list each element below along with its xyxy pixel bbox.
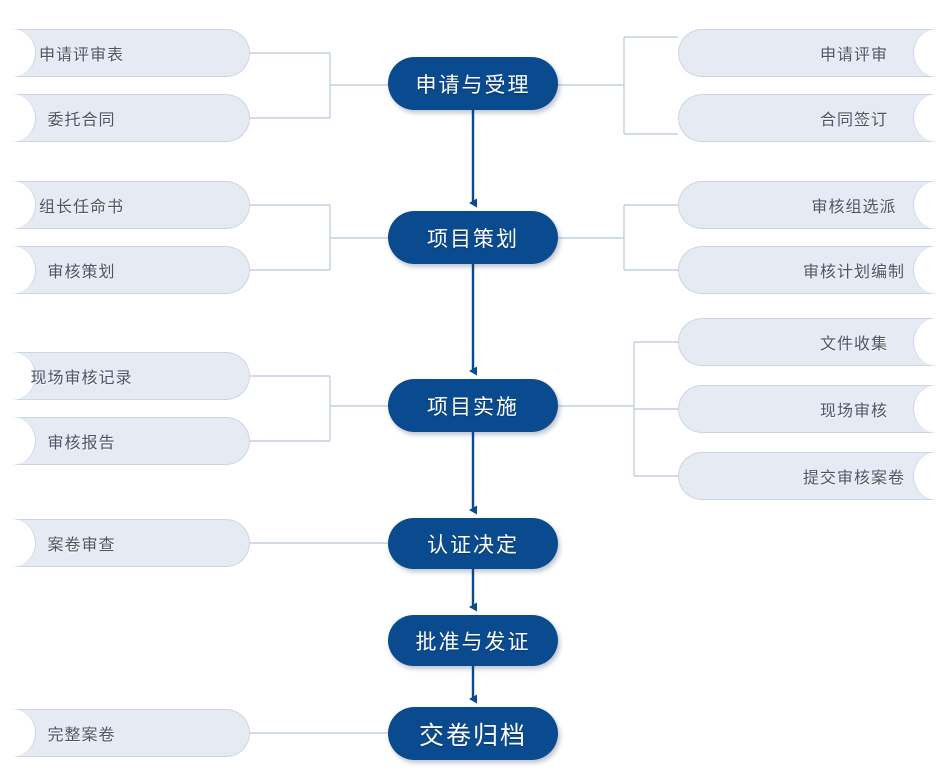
stage-node-label: 交卷归档 <box>418 722 527 750</box>
connector-left-row2 <box>250 204 388 271</box>
output-pill-onsiteaudit[interactable]: 现场审核 <box>678 385 949 433</box>
output-pill-auditplanpreparation[interactable]: 审核计划编制 <box>678 246 949 294</box>
stage-node-approval-issuance[interactable]: 批准与发证 <box>388 615 558 666</box>
input-pill-label: 审核报告 <box>47 435 116 452</box>
output-pill-label: 现场审核 <box>819 403 888 420</box>
input-pill-entrustmentcontract[interactable]: 委托合同 <box>0 94 250 142</box>
output-pill-label: 审核组选派 <box>811 199 897 216</box>
input-pill-label: 案卷审查 <box>47 537 116 554</box>
stage-node-project-implementation[interactable]: 项目实施 <box>388 379 558 432</box>
connector-left-row3 <box>250 375 388 442</box>
input-pill-leaderappointment[interactable]: 组长任命书 <box>0 181 250 229</box>
input-pill-onsiteauditrecord[interactable]: 现场审核记录 <box>0 352 250 400</box>
output-pill-documentcollection[interactable]: 文件收集 <box>678 318 949 366</box>
output-pill-auditteamassignment[interactable]: 审核组选派 <box>678 181 949 229</box>
input-pill-auditplanning[interactable]: 审核策划 <box>0 246 250 294</box>
connector-right-row1 <box>558 36 678 135</box>
stage-node-file-archiving[interactable]: 交卷归档 <box>388 707 558 760</box>
output-pill-label: 申请评审 <box>819 47 888 64</box>
connector-right-row3 <box>558 341 678 477</box>
stage-node-application-acceptance[interactable]: 申请与受理 <box>388 57 558 110</box>
input-pill-label: 完整案卷 <box>47 727 116 744</box>
output-pill-label: 合同签订 <box>819 112 888 129</box>
input-pill-label: 委托合同 <box>47 112 116 129</box>
stage-node-label: 项目实施 <box>427 394 519 419</box>
output-pill-submitauditfile[interactable]: 提交审核案卷 <box>678 452 949 500</box>
stage-node-label: 认证决定 <box>427 532 519 557</box>
stage-node-project-planning[interactable]: 项目策划 <box>388 211 558 264</box>
stage-node-label: 项目策划 <box>427 226 519 251</box>
input-pill-auditreport[interactable]: 审核报告 <box>0 417 250 465</box>
output-pill-contractsigning[interactable]: 合同签订 <box>678 94 949 142</box>
stage-node-label: 批准与发证 <box>415 629 531 654</box>
stage-node-label: 申请与受理 <box>415 72 531 97</box>
input-pill-filereview[interactable]: 案卷审查 <box>0 519 250 567</box>
connector-left-row1 <box>250 52 388 119</box>
input-pill-label: 现场审核记录 <box>30 370 133 387</box>
input-pill-completefile[interactable]: 完整案卷 <box>0 709 250 757</box>
input-pill-label: 组长任命书 <box>38 199 124 216</box>
output-pill-label: 文件收集 <box>819 336 888 353</box>
connector-right-row2 <box>558 204 678 271</box>
input-pill-label: 申请评审表 <box>38 47 124 64</box>
input-pill-applicationreviewform[interactable]: 申请评审表 <box>0 29 250 77</box>
output-pill-label: 提交审核案卷 <box>802 470 905 487</box>
output-pill-label: 审核计划编制 <box>802 264 905 281</box>
stage-node-certification-decision[interactable]: 认证决定 <box>388 518 558 569</box>
output-pill-applicationreview[interactable]: 申请评审 <box>678 29 949 77</box>
input-pill-label: 审核策划 <box>47 264 116 281</box>
